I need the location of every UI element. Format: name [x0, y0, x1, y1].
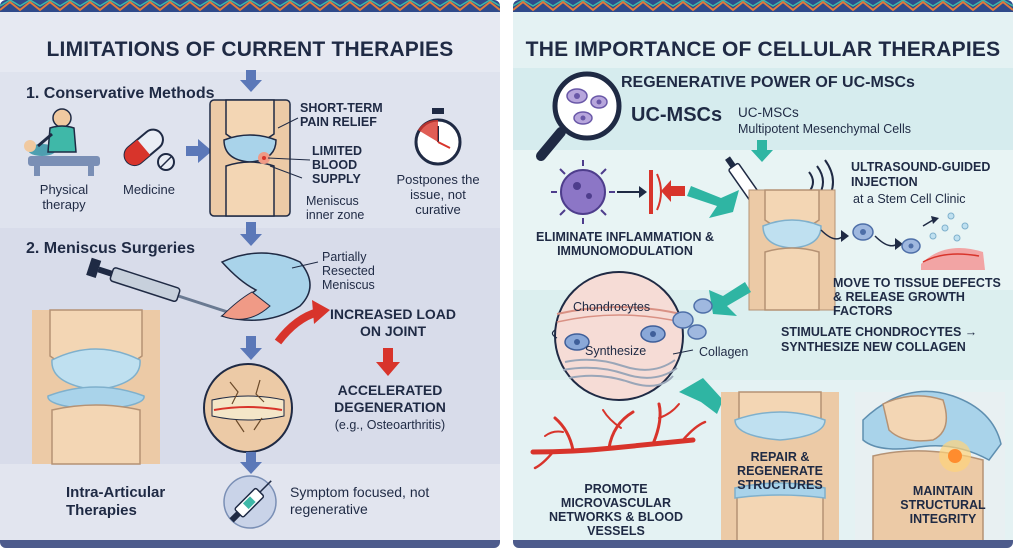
- chondrocyte-synthesis-illustration: [551, 271, 684, 401]
- free-stem-cells-icon: [672, 298, 713, 340]
- left-panel-limitations: LIMITATIONS OF CURRENT THERAPIES: [0, 0, 500, 548]
- decorative-bottom-band: [0, 540, 500, 548]
- label-symptom-focused: Symptom focused, not regenerative: [290, 484, 430, 517]
- section-title-surgeries: 2. Meniscus Surgeries: [26, 240, 195, 257]
- blood-vessels-icon: [530, 402, 707, 470]
- label-physical-therapy: Physical therapy: [39, 182, 89, 212]
- label-synthesize: Synthesize: [585, 344, 647, 358]
- stem-cells-moving-icon: [820, 223, 921, 254]
- integrity-knee-illustration: [855, 390, 1005, 548]
- label-eliminate-inflammation: ELIMINATE INFLAMMATION & IMMUNOMODULATIO…: [536, 230, 714, 258]
- injection-syringe-icon: [223, 475, 277, 529]
- right-panel-cellular: THE IMPORTANCE OF CELLULAR THERAPIES: [513, 0, 1013, 548]
- magnifying-glass-icon: [536, 71, 622, 161]
- label-medicine: Medicine: [122, 182, 176, 197]
- label-multipotent: Multipotent Mesenchymal Cells: [738, 122, 911, 136]
- red-down-arrow-icon: [376, 348, 400, 376]
- teal-arrow-icon: [679, 378, 723, 414]
- section-title-conservative: 1. Conservative Methods: [26, 85, 215, 102]
- medicine-pill-icon: [123, 128, 175, 171]
- label-ultrasound-injection: ULTRASOUND-GUIDED INJECTION: [851, 160, 991, 189]
- degenerated-joint-illustration: [203, 363, 293, 453]
- red-left-arrow-icon: [661, 180, 685, 202]
- knee-joint-large-illustration: [32, 309, 160, 465]
- label-promote-microvascular: PROMOTE MICROVASCULAR NETWORKS & BLOOD V…: [548, 482, 684, 538]
- immune-cell-icon: [551, 160, 615, 224]
- label-postpones: Postpones the issue, not curative: [396, 172, 480, 217]
- teal-arrow-icon: [709, 282, 751, 316]
- knee-illustration: [209, 99, 291, 217]
- right-title: THE IMPORTANCE OF CELLULAR THERAPIES: [525, 38, 1001, 61]
- decorative-top-band: [513, 0, 1013, 12]
- left-title: LIMITATIONS OF CURRENT THERAPIES: [46, 38, 454, 61]
- down-arrow-icon: [240, 452, 262, 474]
- decorative-bottom-band: [513, 540, 1013, 548]
- zigzag-band-pattern: [513, 0, 1013, 12]
- zigzag-band-pattern: [0, 0, 500, 12]
- label-short-term-relief: SHORT-TERM PAIN RELIEF: [300, 101, 383, 129]
- down-arrow-icon: [240, 222, 262, 246]
- knee-injection-illustration: [748, 189, 836, 311]
- syringe-icon: [86, 257, 241, 318]
- physical-therapy-icon: [24, 108, 100, 176]
- partial-meniscus-illustration: [220, 252, 311, 321]
- label-collagen: Collagen: [699, 345, 749, 359]
- label-intra-articular: Intra-Articular Therapies: [66, 484, 166, 519]
- teal-arrow-icon: [687, 186, 739, 218]
- label-meniscus-inner-zone: Meniscus inner zone: [306, 194, 365, 222]
- label-increased-load: INCREASED LOAD ON JOINT: [329, 306, 456, 339]
- decorative-top-band: [0, 0, 500, 12]
- label-ucmsc-title: UC-MSCs: [631, 104, 723, 126]
- label-maintain-integrity: MAINTAIN STRUCTURAL INTEGRITY: [900, 484, 986, 526]
- label-chondrocytes: Chondrocytes: [573, 300, 651, 314]
- down-arrow-icon: [240, 336, 262, 360]
- left-illustrations: [24, 70, 462, 529]
- label-limited-blood-supply: LIMITED BLOOD SUPPLY: [312, 144, 362, 186]
- label-stem-cell-clinic: at a Stem Cell Clinic: [853, 192, 966, 206]
- pointer-line: [672, 349, 694, 355]
- label-regenerative-power: REGENERATIVE POWER OF UC-MSCs: [621, 74, 915, 91]
- label-move-to-defects: MOVE TO TISSUE DEFECTS & RELEASE GROWTH …: [833, 276, 1001, 318]
- stopwatch-icon: [414, 108, 462, 166]
- increase-load-arrow-icon: [274, 300, 330, 345]
- down-arrow-icon: [751, 140, 773, 162]
- right-illustrations: [530, 71, 1005, 548]
- label-accelerated-degeneration: ACCELERATED DEGENERATION: [334, 382, 446, 415]
- repaired-knee-illustration: [721, 391, 839, 548]
- label-stimulate-chondrocytes: STIMULATE CHONDROCYTES → SYNTHESIZE NEW …: [781, 325, 978, 354]
- label-ucmsc-sub: UC-MSCs: [738, 105, 799, 120]
- arrow-head-icon: [639, 186, 647, 198]
- label-osteoarthritis: (e.g., Osteoarthritis): [334, 418, 446, 432]
- label-partially-resected: Partially Resected Meniscus: [322, 250, 375, 292]
- down-arrow-icon: [240, 70, 262, 92]
- label-repair-regenerate: REPAIR & REGENERATE STRUCTURES: [737, 450, 823, 492]
- growth-factors-icon: [921, 212, 985, 270]
- right-arrow-icon: [186, 139, 212, 163]
